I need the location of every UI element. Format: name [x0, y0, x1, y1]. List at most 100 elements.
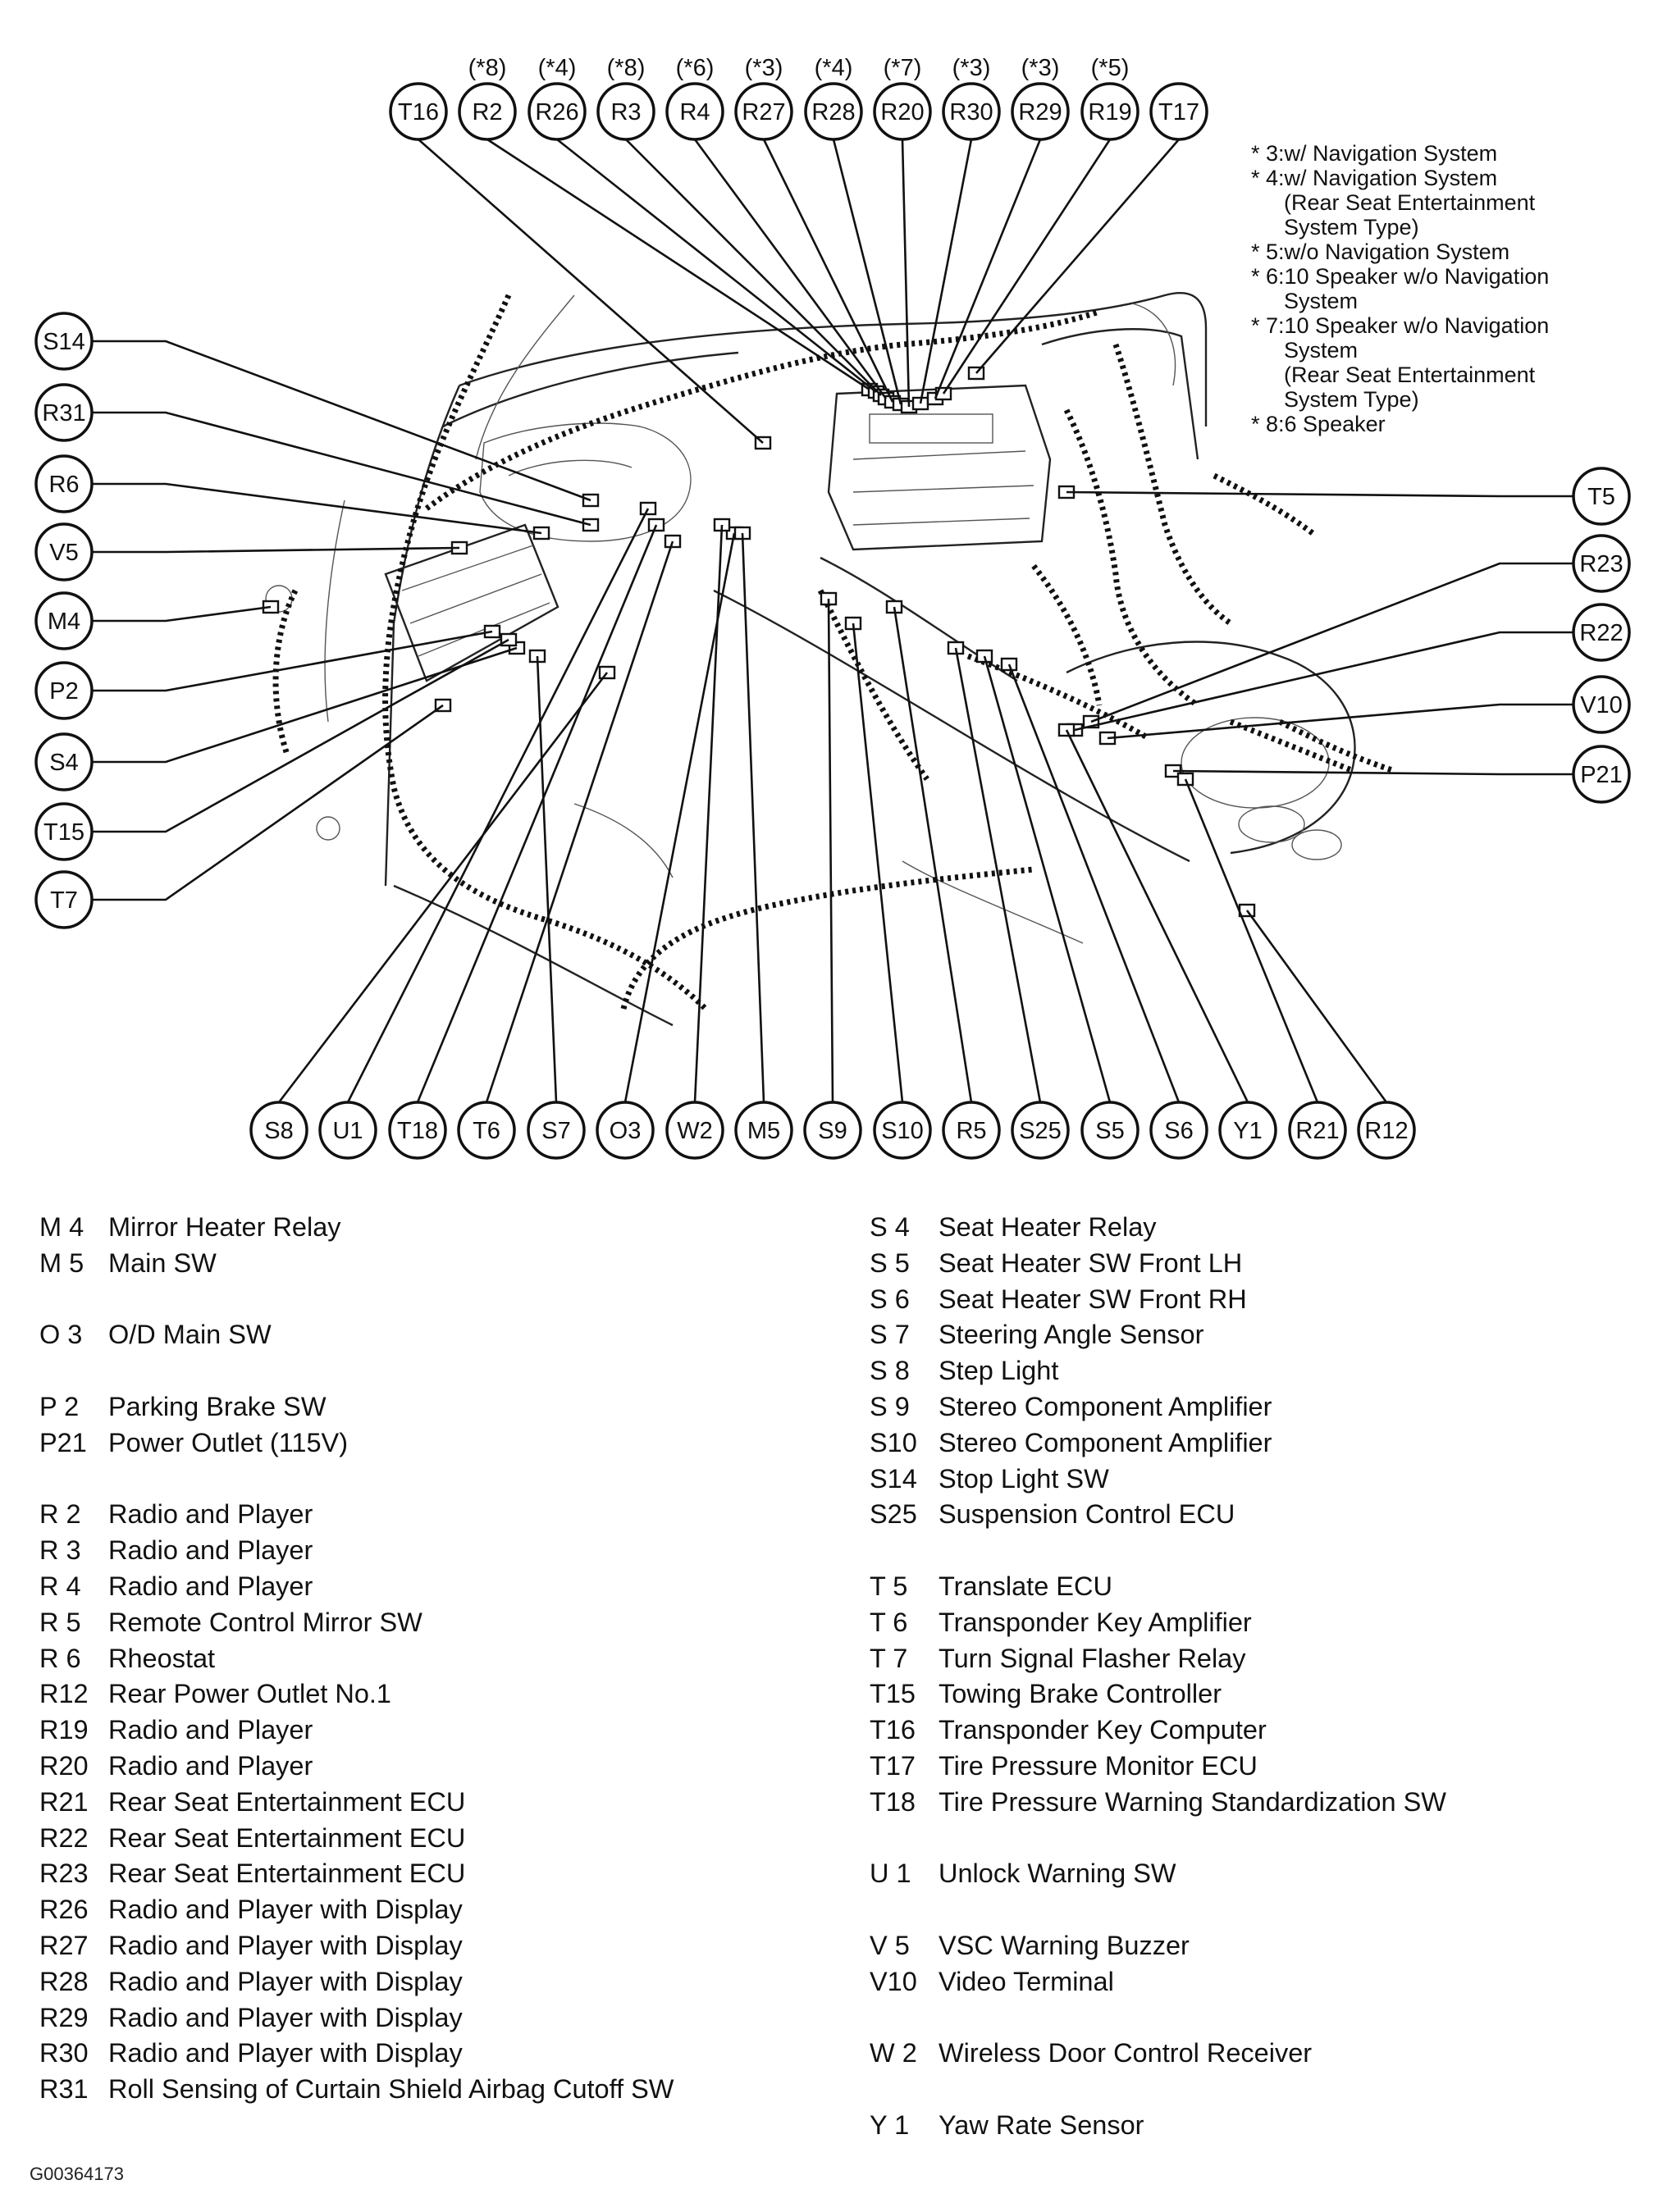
legend-name: Radio and Player with Display [108, 1895, 463, 1925]
legend-code: Y 1 [870, 2109, 910, 2140]
callout-s14: S14 [34, 312, 94, 371]
note-line: * 5:w/o Navigation System [1251, 239, 1510, 264]
leader-y1 [1065, 729, 1249, 1103]
leader-s5 [983, 655, 1112, 1103]
legend-row: M 4 Mirror Heater Relay [39, 1212, 674, 1248]
legend-row: S 9 Stereo Component Amplifier [870, 1392, 1446, 1428]
legend-name: Mirror Heater Relay [108, 1212, 341, 1242]
legend-row: R29 Radio and Player with Display [39, 2003, 674, 2039]
callout-t17: T17 [1149, 82, 1208, 141]
callout-s6: S6 [1149, 1101, 1208, 1160]
note-line: (Rear Seat Entertainment [1284, 363, 1536, 387]
callout-label: R4 [679, 99, 710, 125]
legend-code: R 2 [39, 1499, 81, 1530]
callout-s25: S25 [1011, 1101, 1070, 1160]
leader-r20 [901, 139, 911, 408]
legend-name: Stereo Component Amplifier [939, 1391, 1272, 1421]
callout-label: U1 [332, 1118, 363, 1144]
note-line: System Type) [1284, 215, 1419, 239]
callout-label: Y1 [1233, 1118, 1262, 1144]
leader-r23 [1090, 562, 1573, 723]
legend-code: T17 [870, 1750, 916, 1781]
legend-code: R29 [39, 2002, 89, 2032]
legend-code: P 2 [39, 1391, 80, 1421]
legend-name: Seat Heater SW Front LH [939, 1247, 1243, 1278]
callout-r21: R21 [1288, 1101, 1347, 1160]
legend-code: S 5 [870, 1247, 910, 1278]
callout-label: S7 [541, 1118, 570, 1144]
legend-name: Translate ECU [939, 1571, 1112, 1601]
callout-label: R6 [48, 472, 79, 498]
legend-code: R30 [39, 2038, 89, 2068]
note-line: * 8:6 Speaker [1251, 412, 1386, 436]
leader-s6 [1007, 664, 1181, 1103]
callout-label: V10 [1580, 692, 1623, 718]
leader-v5 [92, 546, 460, 554]
callout-y1: Y1 [1218, 1101, 1277, 1160]
callout-label: R27 [742, 99, 785, 125]
callout-s4: S4 [34, 732, 94, 791]
callout-t15: T15 [34, 802, 94, 861]
callout-r6: R6 [34, 454, 94, 513]
leader-s14 [92, 340, 591, 502]
leader-s4 [92, 646, 518, 764]
callout-t7: T7 [34, 870, 94, 929]
callout-label: W2 [677, 1118, 713, 1144]
callout-t16: T16 [389, 82, 448, 141]
callout-variant: (*8) [468, 55, 507, 81]
legend-code: S 4 [870, 1212, 910, 1242]
legend-code: T 6 [870, 1607, 908, 1637]
leader-s10 [852, 623, 904, 1103]
callout-m4: M4 [34, 591, 94, 650]
leader-t16 [418, 139, 764, 444]
legend-code: S 8 [870, 1356, 910, 1386]
callout-t6: T6 [457, 1101, 516, 1160]
legend-name: Stereo Component Amplifier [939, 1427, 1272, 1457]
legend-name: Rheostat [108, 1643, 216, 1673]
leader-t17 [975, 139, 1180, 374]
callout-v10: V10 [1572, 675, 1631, 734]
leader-r21 [1184, 778, 1319, 1103]
callout-label: S4 [49, 750, 78, 776]
leader-r19 [942, 139, 1112, 395]
leader-p2 [92, 630, 493, 692]
callout-label: S10 [881, 1118, 924, 1144]
legend-code: R12 [39, 1679, 89, 1709]
legend-code: O 3 [39, 1320, 83, 1350]
legend-spacer [870, 1823, 1446, 1859]
leader-p21 [1172, 769, 1573, 776]
note-line: * 4:w/ Navigation System [1251, 166, 1498, 190]
callout-label: S9 [818, 1118, 847, 1144]
callout-label: S6 [1164, 1118, 1193, 1144]
callout-v5: V5 [34, 522, 94, 582]
callout-u1: U1 [318, 1101, 377, 1160]
callout-variant: (*3) [745, 55, 783, 81]
legend-code: V10 [870, 1966, 917, 1996]
note-line: * 3:w/ Navigation System [1251, 141, 1498, 166]
legend-name: Radio and Player with Display [108, 2002, 463, 2032]
callout-r22: R22 [1572, 603, 1631, 662]
leader-r3 [625, 139, 882, 396]
legend-spacer [870, 1535, 1446, 1571]
legend-name: Rear Seat Entertainment ECU [108, 1822, 466, 1853]
leader-r29 [934, 139, 1042, 399]
leader-r2 [486, 138, 870, 391]
legend-code: M 4 [39, 1212, 84, 1242]
callout-label: S8 [264, 1118, 293, 1144]
callout-label: T17 [1158, 99, 1199, 125]
legend-code: S 9 [870, 1391, 910, 1421]
